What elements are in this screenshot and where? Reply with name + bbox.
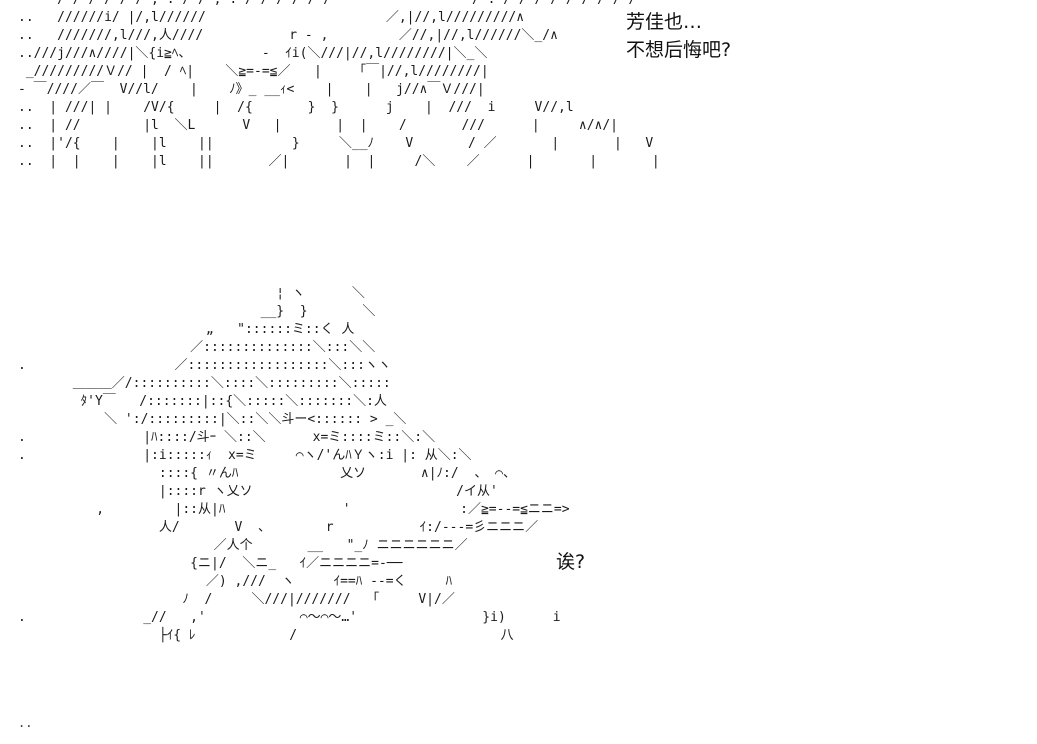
art-line: - ￣////／￣ V//l/ | ﾉ》_ __ｨ< | | j//∧￣Ｖ///… — [18, 82, 485, 97]
art-line: .. | | | |l || ／| | | /＼ ／ | | | — [18, 154, 660, 169]
art-line: {ニ|/ ＼ニ_ ｲ／ニニニニ=‐── — [190, 556, 403, 571]
bottom-ascii-art: ¦ ヽ ＼ __} } ＼ „ "::::::ミ::く 人 ／:::::::::… — [18, 285, 570, 645]
art-line: ／人个 __ "_ﾉ ニニニニニニ／ — [213, 538, 468, 553]
art-line: ﾉ / ＼///|/////// 「 V|/／ — [182, 592, 455, 607]
art-line: . ／::::::::::::::::::＼:::ヽヽ — [18, 358, 391, 373]
top-ascii-art: / / / / / / , . / / , . / / / / / / / . … — [18, 0, 660, 171]
footer-mark: .. — [18, 716, 33, 730]
art-line: __} } ＼ — [260, 304, 376, 319]
art-line: ¦ ヽ ＼ — [276, 286, 365, 301]
art-line: „ "::::::ミ::く 人 — [205, 322, 355, 337]
art-line: .. //////i/ |/,l////// ／,|//,l/////////∧ — [18, 10, 525, 25]
art-line: ﾀ'Y￣ /:::::::|::{＼:::::＼:::::::＼:人 — [80, 394, 387, 409]
art-line: / / / / / / , . / / , . / / / / / / / . … — [18, 0, 636, 7]
art-line: . |ﾊ::::/斗ｰ ＼::＼ x=ミ::::ミ::＼:＼ — [18, 430, 436, 445]
art-line: 人/ V 、 r ｲ:/‐‐‐=彡ニニニ／ — [158, 520, 539, 535]
top-speech-text: 芳佳也… 不想后悔吧? — [626, 8, 731, 64]
art-line: ＿＿＿／/::::::::::＼::::＼:::::::::＼::::: — [72, 376, 391, 391]
art-line: .. | ///| | /V/{ | /{ } } j | /// i V//,… — [18, 100, 574, 115]
speech-line-2: 不想后悔吧? — [626, 39, 732, 61]
art-line: ＼ ':/:::::::::|＼::＼＼斗ー<:::::: > _＼ — [104, 412, 407, 427]
art-line: .. ///////,l///,人//// r ‐ , ／//,|//,l///… — [18, 28, 558, 43]
speech-line-exclaim: 诶? — [556, 551, 586, 573]
speech-line-1: 芳佳也… — [626, 11, 703, 33]
art-line: ／::::::::::::::＼:::＼＼ — [190, 340, 376, 355]
art-line: ::::{ 〃んﾊ 乂ソ ∧|ﾉ:/ 、 ⌒、 — [158, 466, 516, 481]
art-line: .. |'/{ | |l || } ＼__ﾉ V / ／ | | V — [18, 136, 654, 151]
art-line: _/////////Ｖ// | / ﾍ| ＼≧=‐=≦／ | 「￣|//,l//… — [25, 64, 489, 79]
art-line: . |:i:::::ｨ x=ミ ⌒ヽ/'んﾊＹヽ:i |: 从＼:＼ — [18, 448, 472, 463]
art-line: , |::从|ﾊ ' :／≧=‐‐=≦ニニ=> — [96, 502, 570, 517]
art-line: |::::r ヽ乂ソ /イ从' — [158, 484, 498, 499]
art-line: ..///j///∧////|＼{i≧ﾍ、 ‐ ｲi(＼///|//,l////… — [18, 46, 488, 61]
art-line: ├ｲ{ ﾚ / 八 — [18, 628, 514, 643]
art-line: . _// ,' ⌒〜⌒〜…' }i) i — [18, 610, 561, 625]
bottom-speech-text: 诶? — [556, 548, 585, 576]
art-line: ／) ,/// ヽ ｲ==ﾊ ‐‐=く ﾊ — [205, 574, 453, 589]
art-line: .. | // |l ＼L V | | | / /// | ∧/∧/| — [18, 118, 618, 133]
